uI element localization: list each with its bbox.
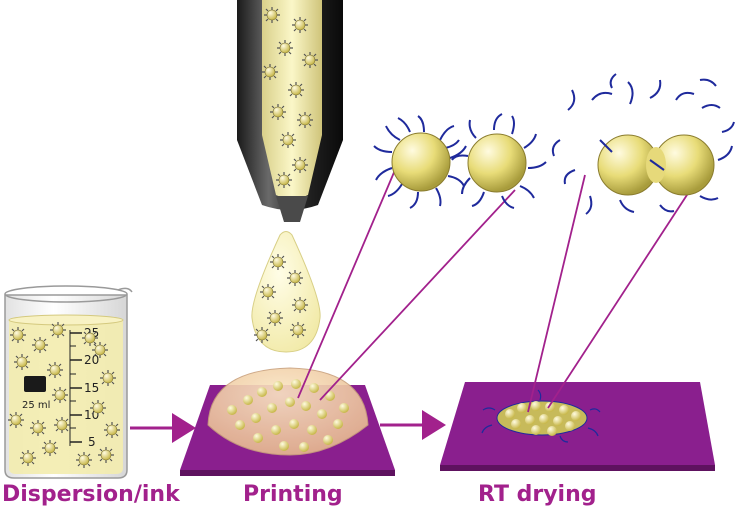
step-label-drying: RT drying — [478, 482, 597, 507]
process-arrows — [130, 410, 446, 443]
beaker-label-box — [24, 376, 46, 392]
detached-ligands — [551, 73, 735, 215]
beaker-graduations: 25 20 15 10 5 — [69, 326, 99, 449]
printed-dome — [207, 367, 369, 456]
step-label-dispersion: Dispersion/ink — [2, 482, 180, 507]
drying-substrate — [440, 382, 715, 471]
beaker-volume-label: 25 ml — [22, 400, 50, 411]
nanoparticle-left — [391, 132, 451, 192]
ligand-shell-right — [451, 113, 547, 209]
tick-label-5: 5 — [88, 435, 96, 449]
step-label-printing: Printing — [243, 482, 343, 507]
tick-label-20: 20 — [84, 353, 99, 367]
zoom-lines — [297, 169, 701, 413]
beaker: 25 20 15 10 5 25 ml — [4, 285, 133, 479]
dried-nanoparticles — [505, 401, 581, 436]
nanoparticle-right — [467, 133, 527, 193]
sintered-nanoparticles-zoom — [551, 73, 735, 215]
dome-nanoparticles — [227, 379, 349, 452]
ink-droplet — [251, 231, 321, 353]
capped-nanoparticles-zoom — [373, 113, 547, 209]
print-nozzle — [237, 0, 343, 222]
printing-substrate — [180, 367, 395, 476]
tick-label-15: 15 — [84, 381, 99, 395]
